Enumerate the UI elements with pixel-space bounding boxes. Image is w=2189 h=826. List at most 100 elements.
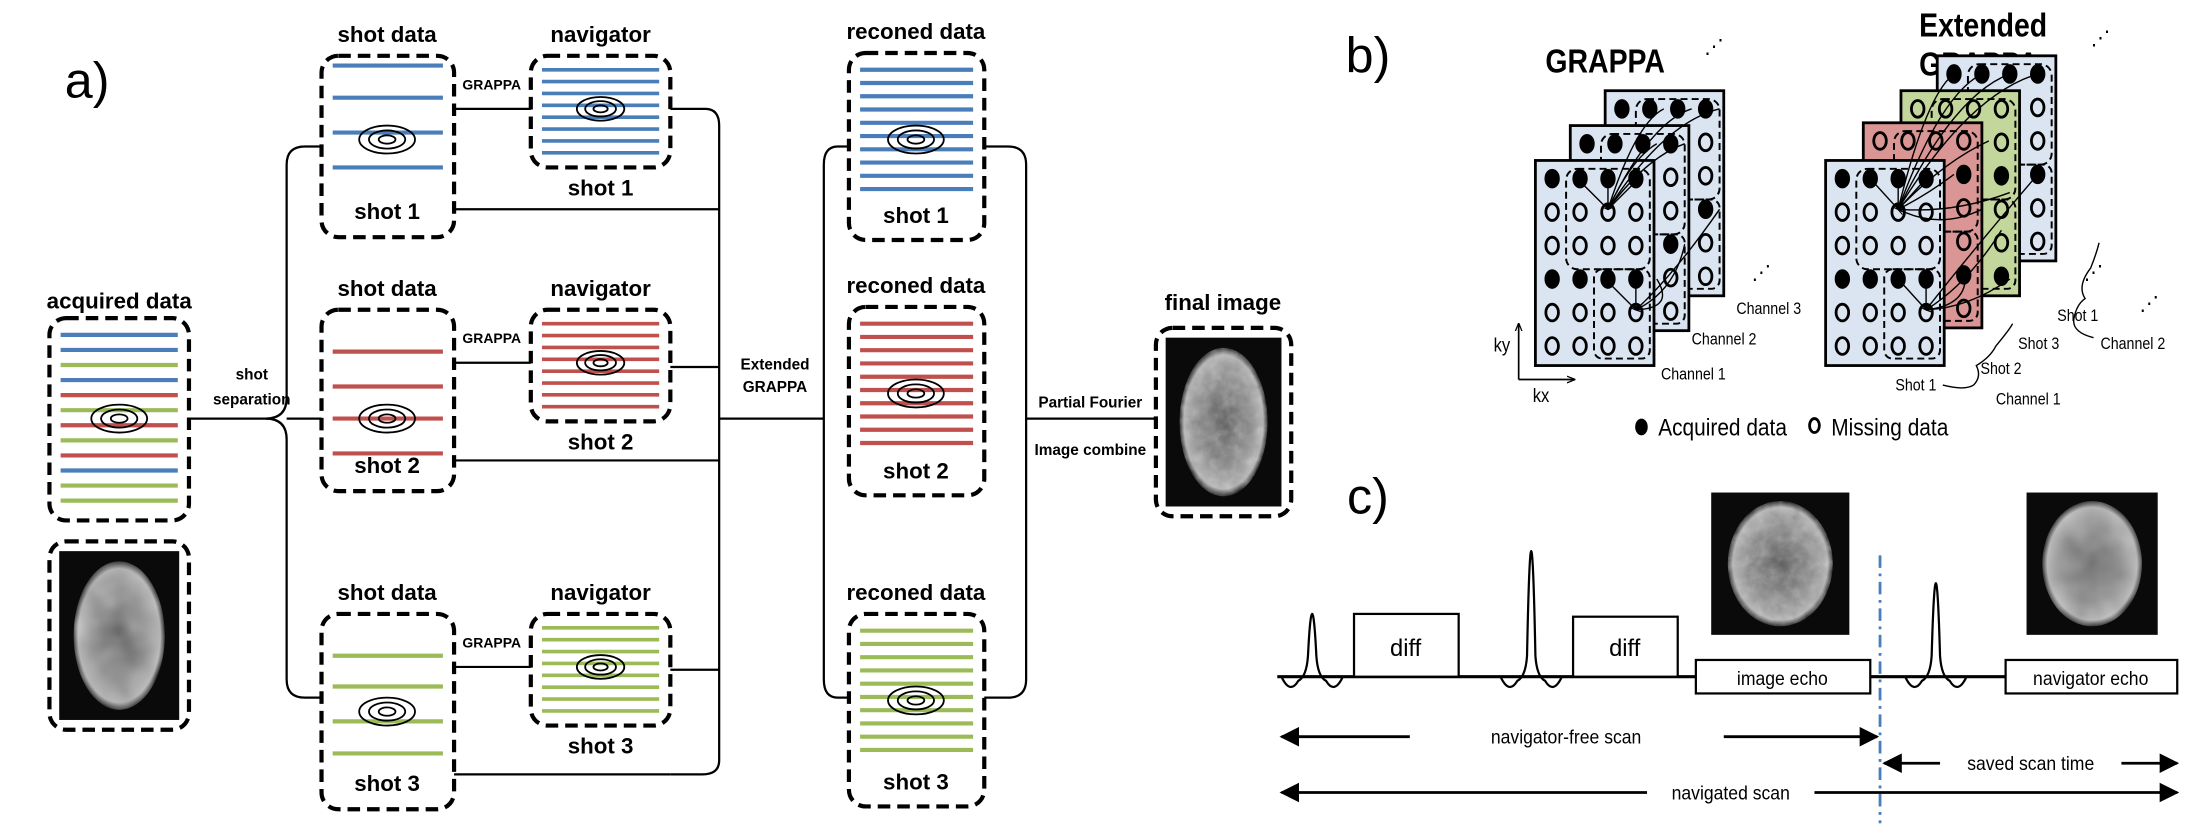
contour xyxy=(896,690,935,711)
acquired-data-title: acquired data xyxy=(47,288,193,313)
reconed-data-title: reconed data xyxy=(846,273,985,298)
acquired-point xyxy=(1697,199,1714,220)
missing-point xyxy=(1956,131,1972,151)
bracket-branch xyxy=(265,417,322,699)
shot-label: shot 1 xyxy=(883,203,949,228)
channel-1-label: Channel 1 xyxy=(1996,391,2061,409)
missing-point xyxy=(1910,99,1926,119)
shot-separation-label: shot xyxy=(236,367,268,384)
bracket-branch xyxy=(188,145,322,420)
missing-point xyxy=(1890,302,1906,323)
acquired-point xyxy=(1600,269,1616,289)
shot-label: shot 2 xyxy=(883,459,949,484)
missing-point xyxy=(1697,132,1714,153)
navigator-box-3: navigator shot 3 xyxy=(528,580,673,758)
brain-texture xyxy=(2042,501,2142,627)
brain-texture xyxy=(1727,501,1833,627)
connector-path xyxy=(1608,180,1637,209)
missing-point xyxy=(1862,235,1878,256)
acquired-point xyxy=(1834,168,1851,189)
channel-2-brace xyxy=(2072,242,2100,339)
acquired-point xyxy=(1862,269,1878,289)
shot-1-label: Shot 1 xyxy=(1895,377,1936,395)
contour xyxy=(368,129,407,150)
missing-point xyxy=(1928,131,1944,151)
acquired-point xyxy=(1834,269,1851,289)
grappa-label: GRAPPA xyxy=(462,330,521,346)
connector-path xyxy=(1636,244,1686,310)
shot-data-frame xyxy=(319,53,457,240)
acquired-point xyxy=(1993,166,2010,186)
acquired-image-box xyxy=(47,539,192,732)
reconed-data-title: reconed data xyxy=(846,19,985,44)
image-echo-label: image echo xyxy=(1737,667,1828,689)
contour xyxy=(592,104,609,114)
contour xyxy=(368,701,407,722)
shot-label: shot 2 xyxy=(568,429,634,454)
contour xyxy=(358,696,416,727)
channel-1-shot-1-panel xyxy=(1824,159,1946,367)
diff-label: diff xyxy=(1609,636,1641,662)
channel-2-label: Channel 2 xyxy=(1692,331,1757,349)
connector-path xyxy=(1579,180,1608,209)
k-space-center-contours xyxy=(90,403,149,434)
contour xyxy=(906,134,926,145)
image-combine-label: Image combine xyxy=(1035,442,1147,459)
acquired-data-box: acquired data xyxy=(47,288,193,523)
missing-point xyxy=(1918,336,1934,356)
navigator-free-scan-label: navigator-free scan xyxy=(1491,726,1641,748)
k-space-center-contours xyxy=(358,696,416,727)
missing-point xyxy=(1600,235,1616,256)
grappa-label: GRAPPA xyxy=(462,634,521,650)
final-image-box: final image xyxy=(1153,290,1294,519)
contour xyxy=(575,654,626,680)
missing-point xyxy=(1600,302,1616,323)
connector-path xyxy=(1898,178,1927,210)
shot-label: shot 3 xyxy=(568,733,634,758)
shot-label: shot 2 xyxy=(354,453,420,478)
missing-point xyxy=(1993,132,2010,153)
connector-path xyxy=(1607,281,1636,310)
panel-label-b: b) xyxy=(1346,28,1391,84)
contour xyxy=(896,129,935,150)
reconed-data-frame xyxy=(846,304,987,498)
missing-point xyxy=(1697,266,1714,287)
contour xyxy=(887,685,945,716)
connector-path xyxy=(1608,143,1658,210)
channel-3-label: Channel 3 xyxy=(1736,300,1801,318)
ellipsis-icon: ⋰ xyxy=(2091,28,2111,50)
missing-point xyxy=(1697,166,1714,186)
acquired-point xyxy=(1607,133,1623,154)
extended-grappa-label: Extended xyxy=(740,357,809,374)
image-echo-brain xyxy=(1711,492,1850,635)
connector-path xyxy=(1608,108,1720,209)
missing-point xyxy=(1937,99,1954,119)
missing-point xyxy=(2030,131,2046,151)
contour xyxy=(592,662,609,672)
contour xyxy=(584,354,617,372)
missing-point xyxy=(1965,99,1982,119)
connector-path xyxy=(1897,278,1926,310)
kx-label: kx xyxy=(1533,385,1550,407)
navigator-title: navigator xyxy=(550,580,651,605)
channel-1-panel xyxy=(1534,159,1656,367)
connector-path xyxy=(1898,73,1955,209)
missing-point xyxy=(1663,267,1679,288)
reconed-data-box-2: reconed data shot 2 xyxy=(846,273,987,498)
contour xyxy=(377,413,397,424)
missing-point xyxy=(1600,336,1616,356)
connector-path xyxy=(1636,208,1721,309)
k-space-panel xyxy=(1534,159,1656,367)
brain-texture xyxy=(1179,347,1268,497)
contour xyxy=(906,388,926,399)
legend-acquired-label: Acquired data xyxy=(1658,414,1787,441)
ky-label: ky xyxy=(1494,334,1511,356)
connector-path xyxy=(1898,209,1983,221)
contour xyxy=(575,350,626,376)
contour xyxy=(575,96,626,122)
contour xyxy=(887,124,945,155)
contour xyxy=(358,403,416,434)
